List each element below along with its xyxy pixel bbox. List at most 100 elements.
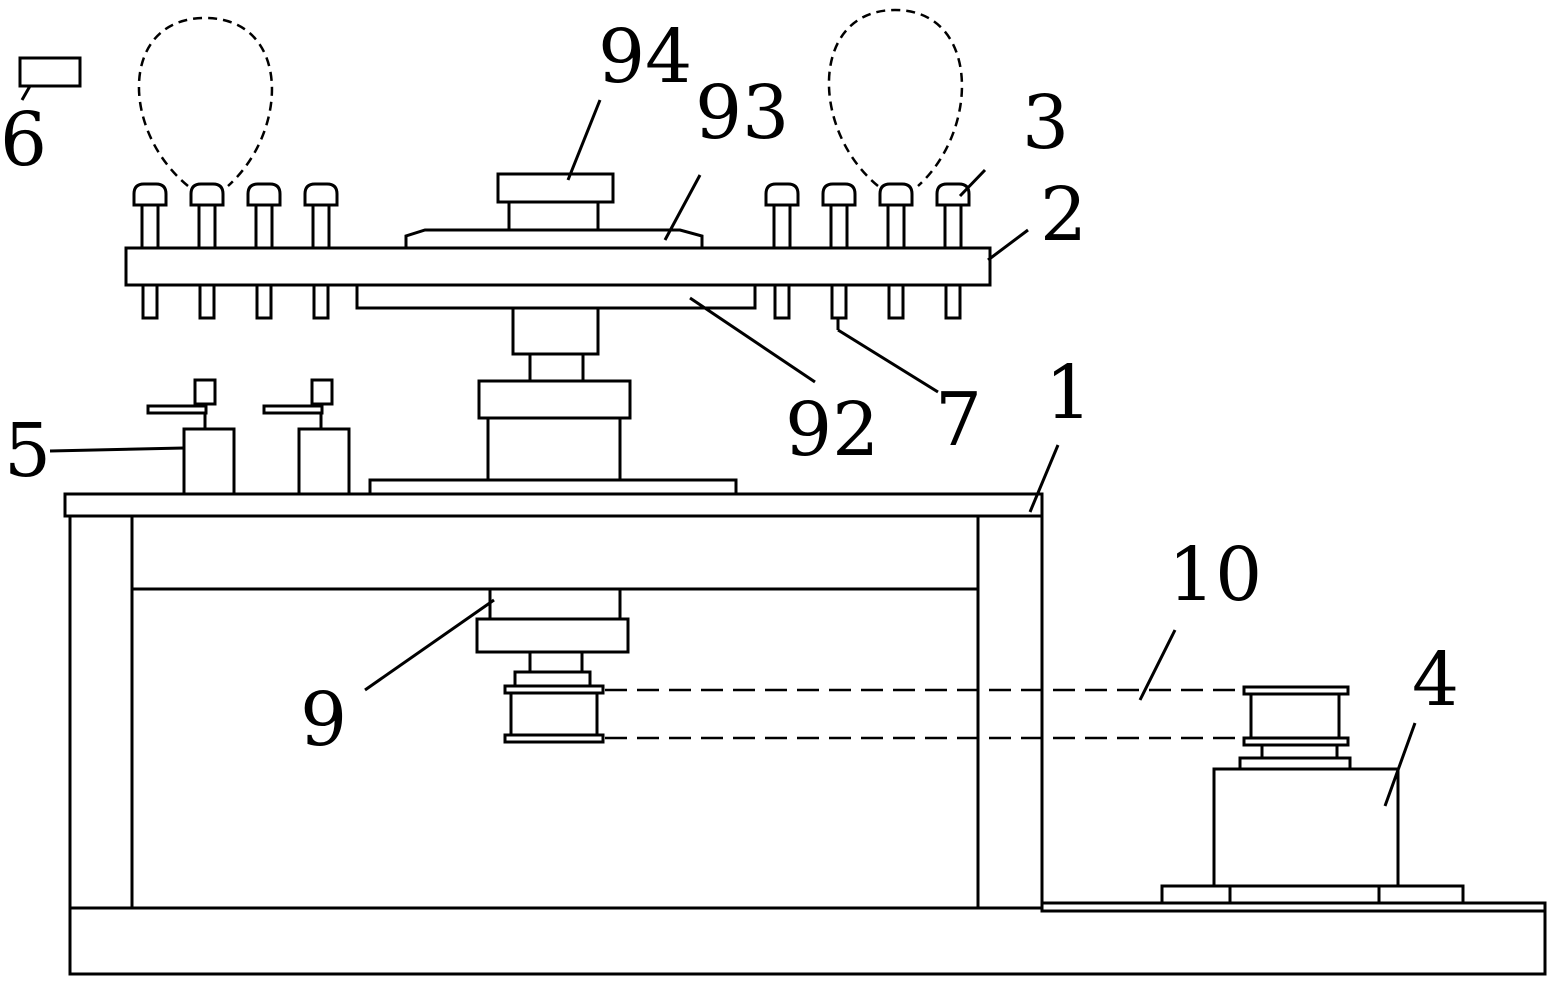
cap-stem [507,200,600,232]
drive-belt [605,688,1244,740]
pin-head [935,182,971,207]
shaft-neck [528,352,585,383]
motor-body [1212,767,1400,888]
label-1: 1 [1045,350,1092,436]
pin-shank [311,203,331,250]
leader-3 [958,168,987,198]
label-7: 7 [935,377,982,463]
winding-pin [303,182,339,320]
pin-head [189,182,225,207]
clamp-left-arm [146,404,208,415]
leader-6 [20,85,32,101]
clamp-left-body [182,427,236,496]
winding-pin [246,182,282,320]
right-leg [976,508,1044,910]
label-6: 6 [0,97,47,183]
leader-10 [1138,629,1177,701]
motor-pulley-body [1249,692,1341,740]
pulley-bottom-flange [503,733,605,744]
winding-pin [821,182,857,320]
lower-shaft-assembly [475,587,630,744]
label-4: 4 [1412,637,1459,723]
rotating-plate [124,246,992,287]
clamp-left [146,378,236,496]
label-10: 10 [1168,532,1262,618]
pulley-body [509,691,599,737]
motor-mount [1238,756,1352,771]
pin-tail [944,283,962,320]
pin-head [246,182,282,207]
label-92: 92 [785,387,879,473]
clamp-right-body [297,427,351,496]
label-3: 3 [1022,80,1069,166]
motor-foot-left [1160,884,1232,905]
base-plate [68,906,1547,976]
lower-disc [355,283,757,310]
label-5: 5 [4,408,51,494]
table-top [63,492,1044,518]
label-9: 9 [300,677,347,763]
frame-crossbeam [130,514,980,591]
pin-tail [198,283,216,320]
pin-shank [254,203,274,250]
pin-shank [772,203,792,250]
pin-tail [773,283,791,320]
reference-labels: 1 2 3 4 5 6 7 9 10 92 93 94 [0,14,1459,763]
motor-pulley-hub [1260,743,1339,760]
leader-9 [364,598,495,692]
pulley-hub [513,670,592,688]
winding-pin [935,182,971,320]
leader-92 [689,296,816,384]
pin-tail [312,283,330,320]
winding-pin [132,182,168,320]
machine-frame [63,492,1547,976]
pin-tail [830,283,848,320]
winding-pin [878,182,914,320]
clamp-left-knob [193,378,217,406]
pin-shank [886,203,906,250]
label-93: 93 [695,70,789,156]
pin-head [878,182,914,207]
winding-pins [132,182,971,320]
lower-shaft-neck [528,650,584,674]
lower-shaft-block [488,587,622,621]
leader-5 [49,446,185,453]
pin-plate [124,182,992,330]
pin-shank [829,203,849,250]
left-leg [68,508,134,910]
pin-shank [140,203,160,250]
pin-shank [943,203,963,250]
motor-pulley-top-flange [1242,685,1350,696]
leader-7 [837,328,939,394]
pin-head [132,182,168,207]
label-2: 2 [1040,172,1087,258]
pin-shank [197,203,217,250]
pin-head [821,182,857,207]
top-cap [496,172,615,204]
wire-loop-left [137,16,274,187]
label-94: 94 [598,14,692,100]
shaft-base-flange [368,478,738,496]
wire-loop-right [827,8,964,187]
sensor-box [18,56,82,88]
clamp-right-arm [262,404,324,415]
central-shaft-assembly [355,172,757,496]
clamp-right-knob [310,378,334,406]
bearing-collar [477,379,632,420]
upper-disc [404,228,704,250]
motor-foot-right [1377,884,1465,905]
pin-tail [141,283,159,320]
pin-tail [887,283,905,320]
clamp-right [262,378,351,496]
pin-tail [255,283,273,320]
winding-pin [764,182,800,320]
leader-lines [20,85,1417,807]
motor-assembly [1160,685,1465,905]
leader-93 [663,174,702,241]
shaft-upper-block [511,306,600,356]
leader-2 [987,228,1029,262]
pin-head [303,182,339,207]
winding-pin [189,182,225,320]
leader-94 [566,99,602,181]
